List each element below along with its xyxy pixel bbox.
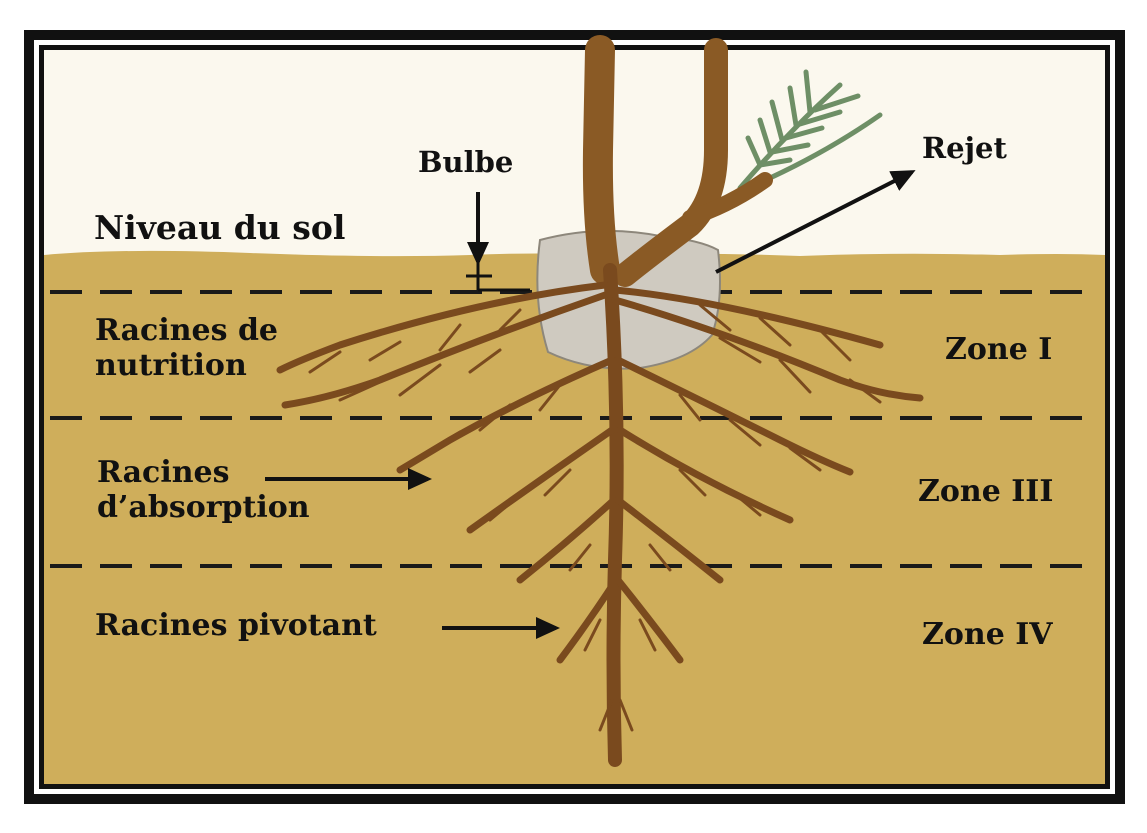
absorption-roots-line-2: d’absorption	[97, 490, 310, 525]
zone-1-label: Zone I	[945, 333, 1052, 366]
absorption-roots-label: Racines d’absorption	[97, 455, 310, 526]
feeding-roots-line-2: nutrition	[95, 348, 278, 383]
taproot	[610, 270, 617, 760]
taproot-label: Racines pivotant	[95, 609, 377, 642]
zone-4-label: Zone IV	[922, 618, 1053, 651]
feeding-roots-label: Racines de nutrition	[95, 313, 278, 384]
bulb-label: Bulbe	[418, 147, 513, 179]
absorption-roots-line-1: Racines	[97, 455, 310, 490]
feeding-roots-line-1: Racines de	[95, 313, 278, 348]
zone-3-label: Zone III	[918, 475, 1053, 508]
ground-level-label: Niveau du sol	[94, 210, 345, 246]
offshoot-label: Rejet	[922, 133, 1007, 165]
